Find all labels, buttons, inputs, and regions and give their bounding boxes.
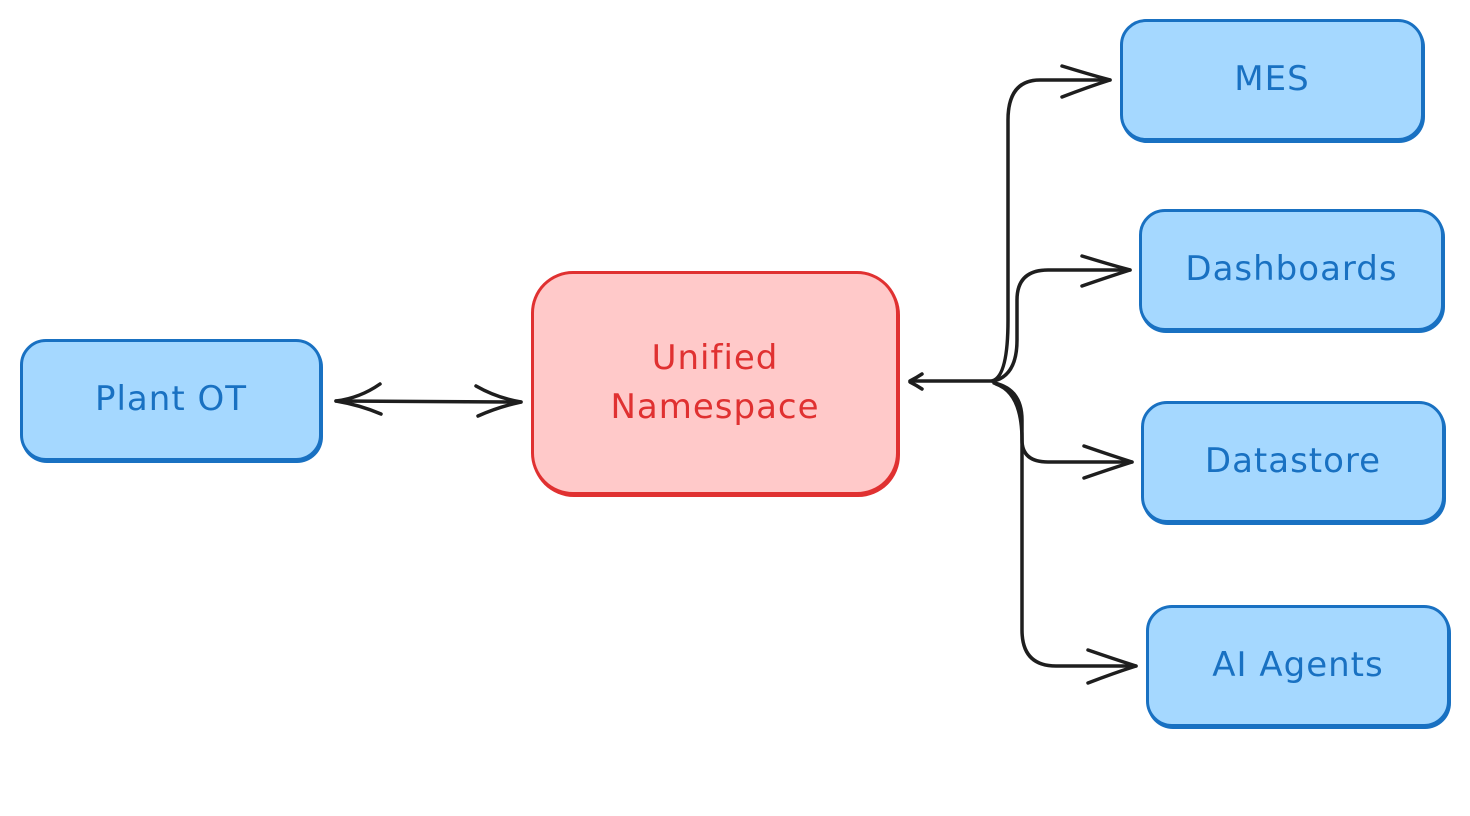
node-mes[interactable]: MES xyxy=(1120,19,1424,141)
node-unified-namespace-label: Unified Namespace xyxy=(610,334,819,433)
node-plant-ot-label: Plant OT xyxy=(94,379,247,420)
node-dashboards[interactable]: Dashboards xyxy=(1139,209,1444,331)
arrow-head-into-uns xyxy=(908,372,994,391)
arrow-uns-to-dashboards xyxy=(992,254,1132,383)
node-unified-namespace[interactable]: Unified Namespace xyxy=(531,271,899,495)
arrow-uns-to-mes xyxy=(990,64,1112,383)
node-mes-label: MES xyxy=(1234,59,1310,100)
node-datastore-label: Datastore xyxy=(1204,441,1382,482)
node-ai-agents[interactable]: AI Agents xyxy=(1146,605,1450,727)
node-dashboards-label: Dashboards xyxy=(1185,249,1398,290)
node-datastore[interactable]: Datastore xyxy=(1141,401,1445,523)
arrow-plant-ot-to-uns xyxy=(334,382,523,418)
node-unified-namespace-line-2: Namespace xyxy=(610,387,820,427)
node-plant-ot[interactable]: Plant OT xyxy=(20,339,322,461)
arrow-uns-to-datastore xyxy=(992,381,1134,480)
arrow-uns-to-ai-agents xyxy=(994,382,1138,685)
node-unified-namespace-line-1: Unified xyxy=(651,337,779,378)
node-ai-agents-label: AI Agents xyxy=(1212,645,1384,686)
